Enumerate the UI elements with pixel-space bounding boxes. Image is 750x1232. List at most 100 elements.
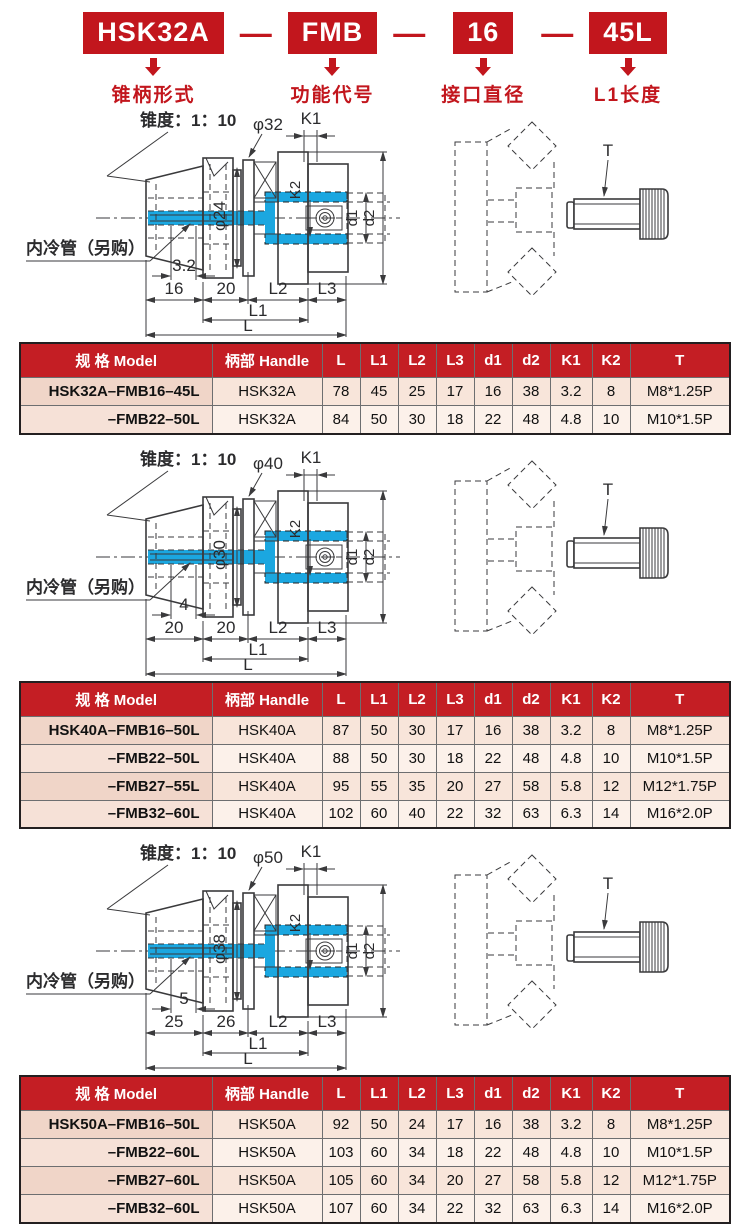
code-box-shank: HSK32A <box>83 12 224 54</box>
svg-text:L1: L1 <box>249 301 268 320</box>
column-header: d2 <box>511 681 551 717</box>
coolant-leader <box>149 223 191 262</box>
k2-label: K2 <box>287 181 304 199</box>
value-cell: 22 <box>473 743 513 773</box>
svg-text:L3: L3 <box>318 279 337 298</box>
code-separator: — <box>239 15 272 51</box>
model-cell: HSK50A–FMB16–50L <box>19 1110 213 1139</box>
d1-label: d1 <box>344 548 361 565</box>
cutter-silhouette <box>454 459 557 636</box>
value-cell: 6.3 <box>549 799 593 829</box>
body-flange <box>277 884 309 1018</box>
value-cell: 10 <box>591 405 631 434</box>
code-label-shank: 锥柄形式 <box>111 85 196 106</box>
taper-label: 锥度：1：10 <box>140 110 236 130</box>
phi-top-arrow <box>248 472 263 497</box>
model-cell: –FMB32–60L <box>19 1194 213 1223</box>
value-cell: 48 <box>511 743 551 773</box>
value-cell: 4.8 <box>549 405 593 434</box>
value-cell: HSK40A <box>211 715 323 745</box>
phi-shank-label: φ24 <box>210 201 229 231</box>
column-header: K2 <box>591 342 631 378</box>
value-cell: 103 <box>321 1138 361 1167</box>
value-cell: 32 <box>473 799 513 829</box>
clamp-screw <box>305 938 343 964</box>
value-cell: M12*1.75P <box>629 771 731 801</box>
value-cell: 16 <box>473 715 513 745</box>
value-cell: 30 <box>397 405 437 434</box>
value-cell: 84 <box>321 405 361 434</box>
product-code-header: HSK32A 锥柄形式 — FMB 功能代号 — 16 接口直径 — 45L L… <box>0 0 750 107</box>
value-cell: HSK32A <box>211 405 323 434</box>
column-header: L <box>321 1075 361 1111</box>
value-cell: HSK40A <box>211 743 323 773</box>
screw <box>566 526 669 579</box>
model-cell: –FMB27–60L <box>19 1166 213 1195</box>
code-label-function: 功能代号 <box>290 85 375 106</box>
column-header: T <box>629 1075 731 1111</box>
value-cell: 22 <box>473 1138 513 1167</box>
value-cell: 50 <box>359 743 399 773</box>
value-cell: 3.2 <box>549 377 593 406</box>
value-cell: 58 <box>511 1166 551 1195</box>
column-header: L2 <box>397 681 437 717</box>
dimension-chain: 20 20 L2 L3 L1 L <box>145 598 347 677</box>
value-cell: 105 <box>321 1166 361 1195</box>
column-header: L2 <box>397 342 437 378</box>
value-cell: 17 <box>435 377 475 406</box>
code-separator: — <box>393 15 426 51</box>
value-cell: M10*1.5P <box>629 1138 731 1167</box>
screw-t-leader <box>602 159 609 197</box>
model-cell: –FMB22–60L <box>19 1138 213 1167</box>
value-cell: 107 <box>321 1194 361 1223</box>
d2-label: d2 <box>361 943 378 960</box>
small-dim-label: 4 <box>179 595 188 614</box>
value-cell: M8*1.25P <box>629 377 731 406</box>
value-cell: 10 <box>591 743 631 773</box>
value-cell: 60 <box>359 799 399 829</box>
screw-t-label: T <box>603 874 613 893</box>
value-cell: 38 <box>511 377 551 406</box>
screw <box>566 921 669 973</box>
value-cell: 63 <box>511 1194 551 1223</box>
value-cell: 35 <box>397 771 437 801</box>
coolant-leader <box>149 956 191 995</box>
cutter-silhouette <box>454 121 557 297</box>
column-header: L <box>321 342 361 378</box>
value-cell: HSK40A <box>211 771 323 801</box>
value-cell: 60 <box>359 1194 399 1223</box>
value-cell: 8 <box>591 1110 631 1139</box>
value-cell: 48 <box>511 1138 551 1167</box>
value-cell: 4.8 <box>549 743 593 773</box>
coolant-label: 内冷管（另购） <box>26 577 145 597</box>
svg-text:L2: L2 <box>269 1012 288 1031</box>
screw-t-label: T <box>603 480 613 499</box>
crosshatch-box <box>253 161 278 235</box>
value-cell: 17 <box>435 1110 475 1139</box>
column-header: L1 <box>359 342 399 378</box>
code-label-diameter: 接口直径 <box>441 85 526 106</box>
svg-text:25: 25 <box>165 1012 184 1031</box>
value-cell: 30 <box>397 743 437 773</box>
coolant-label: 内冷管（另购） <box>26 238 145 258</box>
value-cell: 55 <box>359 771 399 801</box>
k1-label: K1 <box>301 109 322 128</box>
value-cell: M10*1.5P <box>629 743 731 773</box>
column-header: L1 <box>359 1075 399 1111</box>
svg-text:L3: L3 <box>318 618 337 637</box>
value-cell: 45 <box>359 377 399 406</box>
phi-top-label: φ40 <box>253 454 283 473</box>
code-unit-diameter: 16 接口直径 <box>441 12 525 107</box>
column-header: d2 <box>511 342 551 378</box>
value-cell: 87 <box>321 715 361 745</box>
k1-label: K1 <box>301 842 322 861</box>
d2-label: d2 <box>361 210 378 227</box>
column-header: 柄部 Handle <box>211 681 323 717</box>
